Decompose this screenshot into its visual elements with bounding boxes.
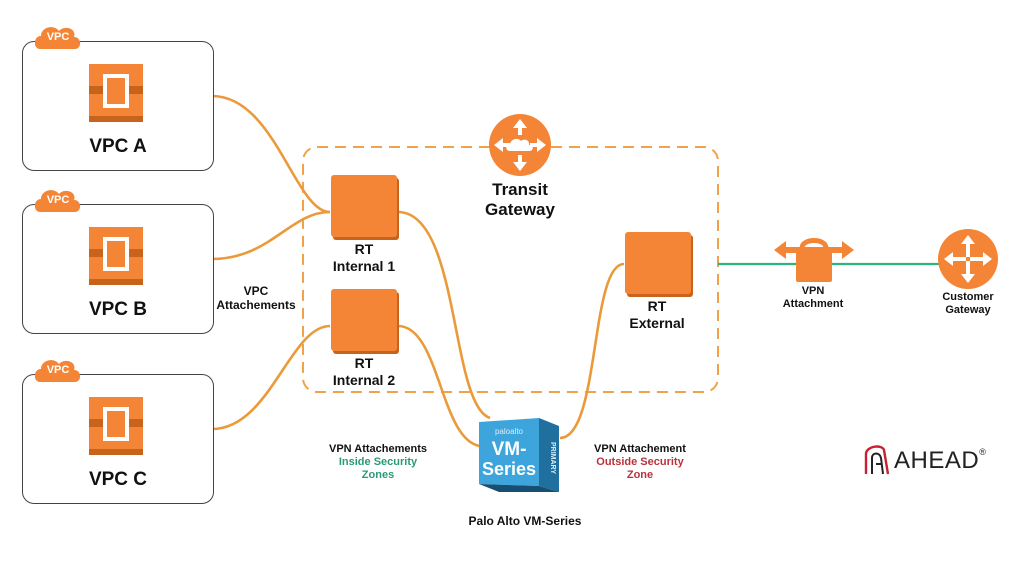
vm-series-icon: paloalto VM- Series PRIMARY xyxy=(479,418,559,492)
rt-external-icon xyxy=(625,232,691,294)
vpc-icon xyxy=(89,64,143,122)
rt-external-line1: RT xyxy=(647,298,667,314)
vm-series-text: paloalto VM- Series PRIMARY xyxy=(482,427,556,479)
rt-internal-2-icon xyxy=(331,289,397,351)
transit-gateway-line2: Gateway xyxy=(485,200,555,220)
vpn-lock-icon xyxy=(774,238,854,282)
vpc-b-cloud-icon: VPC xyxy=(34,187,82,213)
vpn-attachment-label: VPN Attachment xyxy=(766,285,860,311)
link-vpc-b-rt-internal-1 xyxy=(211,210,331,261)
vpc-attachments-line2: Attachements xyxy=(216,298,296,313)
inside-zone-line3: Zones xyxy=(361,469,395,482)
vpc-b-label: VPC B xyxy=(88,299,148,320)
rt-external-label: RT External xyxy=(607,298,707,332)
vpc-c-box: VPC C xyxy=(22,374,214,504)
vpc-b-tag: VPC xyxy=(46,194,70,206)
transit-gateway-icon xyxy=(489,114,551,176)
vm-series-caption: Palo Alto VM-Series xyxy=(468,514,582,528)
customer-gateway-line1: Customer xyxy=(942,291,994,303)
inside-zone-line2: Inside Security xyxy=(338,456,418,469)
rt-internal-2-line1: RT xyxy=(354,355,374,371)
rt-internal-2-label: RT Internal 2 xyxy=(314,355,414,389)
link-rt-internal-2-vm xyxy=(397,324,481,448)
transit-gateway-label: Transit Gateway xyxy=(470,180,570,221)
vpc-a-cloud-icon: VPC xyxy=(34,24,82,50)
ahead-logo-text: AHEAD® xyxy=(894,447,986,475)
vpc-c-tag: VPC xyxy=(46,364,70,376)
customer-gateway-label: Customer Gateway xyxy=(918,291,1018,317)
vm-vendor-text: paloalto xyxy=(495,427,524,436)
vm-line1-text: VM- xyxy=(492,439,527,460)
outside-zone-line1: VPN Attachement xyxy=(594,443,686,455)
outside-zone-line3: Zone xyxy=(626,469,654,482)
link-vpc-a-rt-internal-1 xyxy=(211,94,331,214)
vpc-c-label: VPC C xyxy=(88,469,148,490)
vpc-a-box: VPC A xyxy=(22,41,214,171)
rt-internal-1-icon xyxy=(331,175,397,237)
link-vpc-c-rt-internal-2 xyxy=(211,324,331,431)
ahead-logo-word: AHEAD xyxy=(894,447,980,474)
vpc-b-box: VPC B xyxy=(22,204,214,334)
vpc-a-tag: VPC xyxy=(46,31,70,43)
vpn-attachment-line2: Attachment xyxy=(782,298,844,311)
ahead-logo-mark-icon xyxy=(864,445,890,475)
rt-external-line2: External xyxy=(629,314,685,331)
transit-gateway-line1: Transit xyxy=(492,180,548,199)
ahead-logo-registered: ® xyxy=(979,447,987,457)
vpc-icon xyxy=(89,227,143,285)
vpc-attachments-label: VPC Attachements xyxy=(206,284,306,313)
customer-gateway-line2: Gateway xyxy=(945,304,991,317)
rt-internal-1-label: RT Internal 1 xyxy=(314,241,414,275)
vpn-attachment-line1: VPN xyxy=(801,285,825,297)
vm-badge-text: PRIMARY xyxy=(549,442,556,474)
vpc-attachments-line1: VPC xyxy=(243,284,269,298)
vpc-c-cloud-icon: VPC xyxy=(34,357,82,383)
customer-gateway-icon xyxy=(938,229,998,289)
link-rt-internal-1-vm xyxy=(397,210,491,420)
vpc-icon xyxy=(89,397,143,455)
rt-internal-1-line2: Internal 1 xyxy=(332,257,396,274)
vm-line2-text: Series xyxy=(482,459,536,479)
outside-zone-label: VPN Attachement Outside Security Zone xyxy=(575,443,705,483)
vpc-a-label: VPC A xyxy=(89,136,147,157)
outside-zone-line2: Outside Security xyxy=(596,456,684,469)
rt-internal-1-line1: RT xyxy=(354,241,374,257)
rt-internal-2-line2: Internal 2 xyxy=(332,371,396,388)
inside-zone-label: VPN Attachements Inside Security Zones xyxy=(318,443,438,483)
inside-zone-line1: VPN Attachements xyxy=(328,443,427,455)
link-vm-rt-external xyxy=(559,262,625,440)
